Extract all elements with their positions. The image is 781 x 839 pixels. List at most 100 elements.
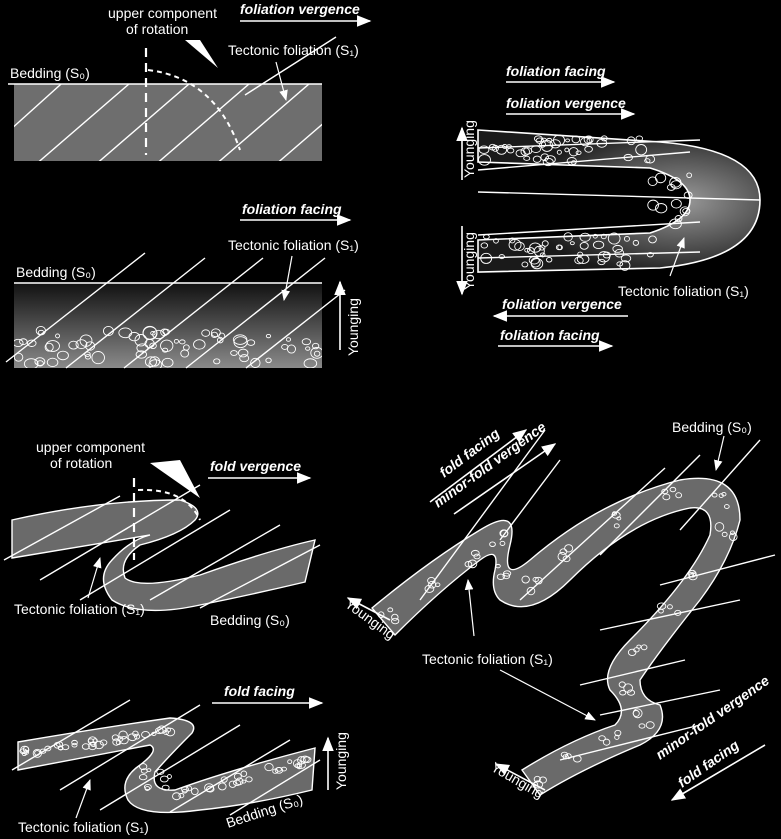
grain-circle: [297, 756, 306, 765]
grain-circle: [523, 147, 533, 155]
fold-facing-arrow-top: [429, 429, 528, 503]
bedding-layer: [14, 283, 322, 368]
grain-circle: [155, 727, 164, 735]
grain-circle: [612, 244, 623, 253]
rotation-label-2: of rotation: [50, 455, 112, 471]
grain-circle: [686, 172, 692, 179]
bedding-label: Bedding (S₀): [16, 264, 96, 280]
grain-circle: [467, 559, 478, 569]
grain-circle: [71, 742, 78, 748]
grain-circle: [586, 138, 593, 144]
grain-circle: [210, 331, 219, 339]
grain-circle: [464, 561, 473, 568]
grain-circle: [210, 328, 221, 338]
grain-circle: [563, 232, 573, 242]
grain-circle: [58, 746, 64, 751]
grain-circle: [45, 340, 60, 352]
grain-circle: [240, 770, 248, 777]
grain-circle: [667, 604, 673, 610]
grain-circle: [179, 339, 186, 345]
panel-fold-facing: fold facing Younging Tectonic foliation …: [11, 683, 349, 835]
grain-circle: [500, 529, 509, 538]
facing-label-top: foliation facing: [506, 63, 606, 79]
grain-circle: [144, 356, 158, 368]
foliation-line-ext: [244, 36, 337, 96]
grain-circle: [611, 511, 618, 516]
grain-circle: [159, 775, 169, 783]
facing-label: fold facing: [224, 683, 295, 699]
fold-facing-arrow-bottom: [670, 744, 766, 801]
grain-circle: [302, 756, 312, 764]
minor-vergence-arrow-top: [453, 443, 557, 515]
grain-circle: [579, 241, 589, 250]
grain-circle: [579, 232, 591, 242]
grain-circle: [287, 759, 293, 765]
grain-circle: [250, 357, 261, 368]
grain-circle: [23, 749, 29, 755]
younging-label-bottom: Younging: [461, 232, 477, 290]
grain-circle: [377, 611, 385, 619]
bedding-label: Bedding (S₀): [10, 65, 90, 81]
grain-circle: [580, 137, 591, 147]
grain-circle: [138, 773, 148, 781]
grain-circle: [718, 493, 724, 498]
grain-circle: [527, 247, 535, 255]
grain-circle: [670, 180, 682, 190]
bedding-layer: [14, 84, 322, 161]
grain-circle: [575, 150, 582, 156]
foliation-lines: [5, 252, 346, 369]
grain-circle: [57, 350, 69, 361]
grain-circle: [496, 573, 505, 580]
grain-circle: [509, 237, 516, 244]
grain-circle: [532, 577, 539, 583]
grain-circle: [34, 357, 46, 367]
grain-circle: [201, 329, 211, 337]
grain-circle: [549, 139, 561, 149]
fold-layer: [371, 477, 741, 796]
grain-circle: [533, 775, 541, 783]
grain-circle: [670, 199, 682, 209]
grain-circle: [597, 251, 611, 263]
foliation-pointer-1: [464, 578, 475, 637]
minor-vergence-label-bottom: minor-fold vergence: [653, 672, 773, 762]
grain-circle: [614, 734, 620, 740]
grain-circle: [142, 325, 158, 340]
grain-circle: [133, 733, 141, 740]
grain-circle: [303, 358, 318, 368]
grain-circle: [600, 135, 608, 142]
grain-circle: [564, 544, 574, 553]
grain-circle: [654, 172, 667, 184]
grain-circle: [679, 206, 691, 217]
grain-circle: [675, 492, 683, 499]
grain-circle: [301, 338, 312, 346]
grain-circle: [39, 748, 47, 754]
grain-circle: [26, 339, 37, 347]
bedding-label: Bedding (S₀): [672, 419, 752, 435]
grain-circle: [635, 135, 644, 142]
grain-circle: [607, 232, 621, 245]
foliation-lines: [14, 84, 322, 161]
grain-circle: [434, 582, 441, 588]
grain-circle: [91, 351, 105, 365]
foliation-lines: [477, 139, 761, 259]
facing-label-bottom: foliation facing: [500, 327, 600, 343]
vergence-label-top: foliation vergence: [506, 95, 626, 111]
grain-circle: [635, 144, 648, 156]
grain-circle: [36, 360, 44, 367]
grain-circle: [493, 238, 499, 244]
grain-circle: [470, 549, 480, 557]
foliation-pointer: [75, 778, 91, 819]
grain-circle: [239, 354, 250, 363]
grain-circle: [632, 708, 643, 719]
younging-arrow-bottom: [494, 763, 546, 791]
grain-circle: [618, 681, 626, 688]
grain-circle: [274, 766, 284, 774]
grain-circle: [23, 358, 39, 368]
grain-circle: [598, 735, 606, 742]
grain-circle: [723, 504, 730, 509]
grain-circle: [148, 359, 163, 368]
grain-circle: [503, 570, 512, 577]
grain-circle: [613, 523, 620, 529]
foliation-label: Tectonic foliation (S₁): [422, 651, 553, 667]
facing-label: foliation facing: [242, 201, 342, 217]
